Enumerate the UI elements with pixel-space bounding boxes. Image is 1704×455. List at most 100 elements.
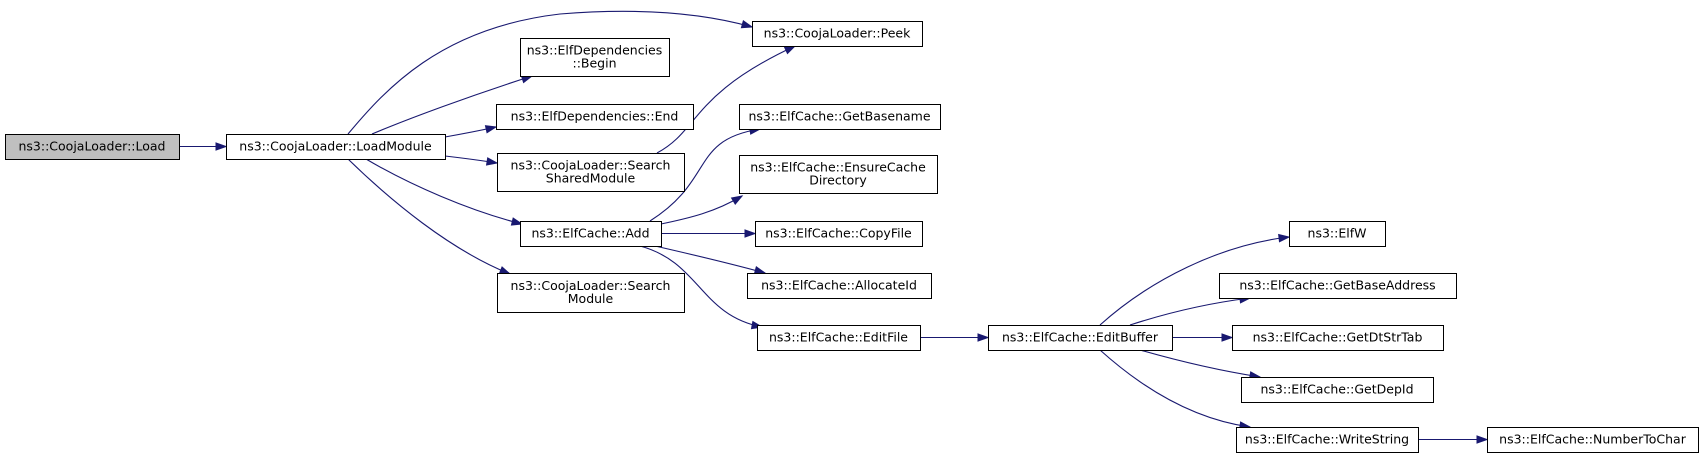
edge-searchshared-to-peek xyxy=(656,45,797,154)
node-label: ::Begin xyxy=(572,56,616,71)
arrowhead-icon xyxy=(730,195,744,206)
arrowhead-icon xyxy=(783,45,797,55)
node-depend[interactable]: ns3::ElfDependencies::End xyxy=(496,104,694,130)
node-load[interactable]: ns3::CoojaLoader::Load xyxy=(5,134,180,160)
node-box xyxy=(1289,221,1386,247)
node-getbaseaddress[interactable]: ns3::ElfCache::GetBaseAddress xyxy=(1219,273,1457,299)
edge-line xyxy=(656,45,796,154)
arrowhead-icon xyxy=(215,142,228,151)
node-label: ns3::ElfCache::EditFile xyxy=(769,330,908,345)
node-label: ns3::ElfCache::GetDepId xyxy=(1260,382,1413,397)
node-box xyxy=(1219,273,1457,299)
node-label: SharedModule xyxy=(546,171,636,186)
edge-line xyxy=(347,10,753,135)
node-label: ns3::ElfDependencies::End xyxy=(511,109,679,124)
node-label: ns3::ElfCache::WriteString xyxy=(1245,432,1409,447)
arrowhead-icon xyxy=(498,266,512,275)
arrowhead-icon xyxy=(753,266,767,275)
edge-loadmodule-to-peek xyxy=(347,10,754,135)
edge-loadmodule-to-searchshared xyxy=(444,155,499,166)
edge-editbuffer-to-getdtstrtab xyxy=(1171,333,1234,342)
node-box xyxy=(520,38,670,77)
edge-loadmodule-to-add xyxy=(365,158,524,226)
node-label: ns3::ElfCache::CopyFile xyxy=(765,226,912,241)
node-peek[interactable]: ns3::CoojaLoader::Peek xyxy=(752,21,923,47)
node-label: Directory xyxy=(809,173,867,188)
edge-line xyxy=(639,245,763,328)
node-editbuffer[interactable]: ns3::ElfCache::EditBuffer xyxy=(988,325,1173,351)
node-allocateid[interactable]: ns3::ElfCache::AllocateId xyxy=(747,273,932,299)
node-box xyxy=(747,273,932,299)
node-box xyxy=(988,325,1173,351)
arrowhead-icon xyxy=(744,229,757,238)
node-elfw[interactable]: ns3::ElfW xyxy=(1289,221,1386,247)
node-box xyxy=(5,134,180,160)
arrowhead-icon xyxy=(484,125,498,134)
node-label: ns3::ElfDependencies xyxy=(527,43,663,58)
node-box xyxy=(1232,325,1444,351)
node-label: ns3::ElfCache::AllocateId xyxy=(761,278,917,293)
edge-writestring-to-numbertochar xyxy=(1418,435,1489,444)
node-getbasename[interactable]: ns3::ElfCache::GetBasename xyxy=(739,104,941,130)
edge-add-to-allocateid xyxy=(654,245,767,275)
node-getdtstrtab[interactable]: ns3::ElfCache::GetDtStrTab xyxy=(1232,325,1444,351)
node-loadmodule[interactable]: ns3::CoojaLoader::LoadModule xyxy=(226,134,446,160)
node-getdepid[interactable]: ns3::ElfCache::GetDepId xyxy=(1241,377,1434,403)
node-box xyxy=(1236,427,1419,453)
node-label: ns3::ElfCache::NumberToChar xyxy=(1499,432,1687,447)
node-numbertochar[interactable]: ns3::ElfCache::NumberToChar xyxy=(1487,427,1699,453)
edge-line xyxy=(1099,349,1251,428)
node-copyfile[interactable]: ns3::ElfCache::CopyFile xyxy=(755,221,923,247)
edge-editbuffer-to-elfw xyxy=(1099,233,1291,326)
edge-editbuffer-to-getbaseaddress xyxy=(1129,295,1252,326)
edge-editfile-to-editbuffer xyxy=(919,333,990,342)
node-box xyxy=(739,104,941,130)
arrowhead-icon xyxy=(485,157,499,166)
edge-load-to-loadmodule xyxy=(178,142,228,151)
edge-line xyxy=(1139,349,1261,378)
node-box xyxy=(1487,427,1699,453)
node-label: ns3::ElfCache::EnsureCache xyxy=(750,160,926,175)
node-label: ns3::CoojaLoader::Search xyxy=(511,158,671,173)
arrowhead-icon xyxy=(740,20,754,29)
node-box xyxy=(755,221,923,247)
node-box xyxy=(1241,377,1434,403)
node-add[interactable]: ns3::ElfCache::Add xyxy=(520,221,662,247)
node-box xyxy=(226,134,446,160)
node-editfile[interactable]: ns3::ElfCache::EditFile xyxy=(757,325,921,351)
node-box xyxy=(497,273,685,313)
node-box xyxy=(520,221,662,247)
edge-line xyxy=(347,158,511,275)
arrowhead-icon xyxy=(977,333,990,342)
node-box xyxy=(496,104,694,130)
edge-add-to-ensurecache xyxy=(660,195,744,225)
edge-line xyxy=(660,195,743,225)
edge-loadmodule-to-depend xyxy=(444,125,498,138)
node-depbegin[interactable]: ns3::ElfDependencies::Begin xyxy=(520,38,670,77)
node-label: ns3::ElfCache::EditBuffer xyxy=(1002,330,1159,345)
node-box xyxy=(739,155,938,194)
arrowhead-icon xyxy=(1278,233,1291,243)
node-writestring[interactable]: ns3::ElfCache::WriteString xyxy=(1236,427,1419,453)
edge-editbuffer-to-writestring xyxy=(1099,349,1252,430)
edge-line xyxy=(365,158,523,225)
arrowhead-icon xyxy=(510,217,524,226)
node-label: ns3::ElfCache::GetBasename xyxy=(748,109,930,124)
edge-editbuffer-to-getdepid xyxy=(1139,349,1262,380)
node-label: ns3::CoojaLoader::Load xyxy=(19,139,166,154)
node-label: ns3::CoojaLoader::LoadModule xyxy=(239,139,432,154)
edge-loadmodule-to-searchmodule xyxy=(347,158,512,275)
node-box xyxy=(752,21,923,47)
arrowhead-icon xyxy=(1476,435,1489,444)
node-label: ns3::CoojaLoader::Search xyxy=(511,278,671,293)
node-label: ns3::ElfCache::GetBaseAddress xyxy=(1239,278,1435,293)
edge-line xyxy=(654,245,766,274)
edge-loadmodule-to-depbegin xyxy=(371,75,534,135)
edge-line xyxy=(649,128,761,222)
node-label: ns3::ElfCache::GetDtStrTab xyxy=(1253,330,1423,345)
node-label: Module xyxy=(568,291,614,306)
